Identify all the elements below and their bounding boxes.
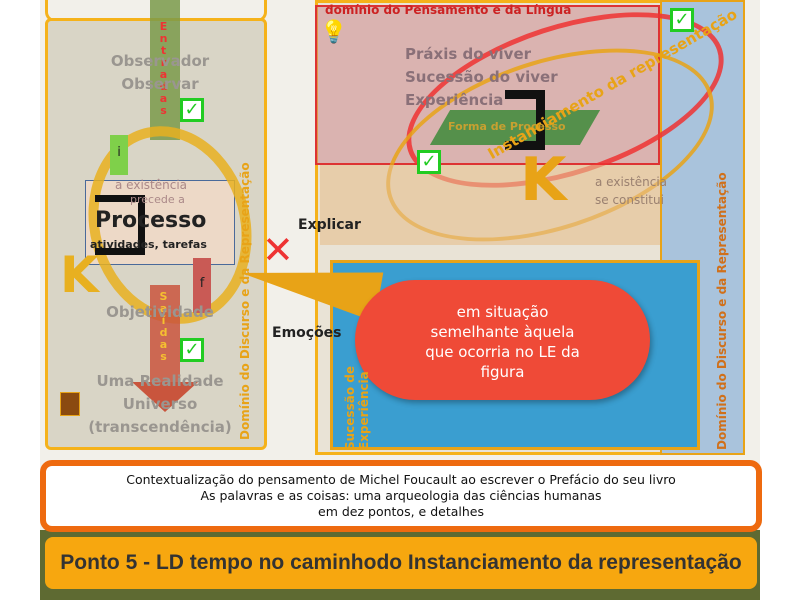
inputs-arrow bbox=[150, 0, 180, 140]
transcendence-label: (transcendência) bbox=[88, 418, 232, 436]
caption-line: Contextualização do pensamento de Michel… bbox=[126, 472, 676, 487]
outputs-arrow-head bbox=[132, 382, 198, 412]
domain-discourse-label-right: Domínio do Discurso e da Representação bbox=[715, 172, 729, 450]
caption-line: em dez pontos, e detalhes bbox=[318, 504, 484, 519]
praxis-label: Práxis do viver bbox=[405, 45, 532, 63]
i-marker: i bbox=[110, 135, 128, 175]
check-icon: ✓ bbox=[417, 150, 441, 174]
caption-box: Contextualização do pensamento de Michel… bbox=[40, 460, 762, 532]
constitutes-label: se constitui bbox=[595, 193, 664, 207]
f-marker: f bbox=[193, 258, 211, 313]
x-mark-icon: ✕ bbox=[262, 228, 294, 272]
k-symbol: K bbox=[60, 246, 99, 304]
k-symbol: K bbox=[520, 145, 567, 215]
succession-label: Sucessão do viver bbox=[405, 68, 558, 86]
check-icon: ✓ bbox=[180, 338, 204, 362]
existence-box bbox=[320, 165, 660, 245]
check-icon: ✓ bbox=[670, 8, 694, 32]
succession-vertical-label: Sucessão de Experiência bbox=[343, 366, 371, 450]
process-form-label: Forma de Processo bbox=[448, 120, 566, 133]
outputs-arrow bbox=[150, 285, 180, 385]
universe-label: Universo bbox=[122, 395, 198, 413]
slide-title: Ponto 5 - LD tempo no caminhodo Instanci… bbox=[45, 537, 757, 589]
objectivity-label: Objetividade bbox=[106, 303, 214, 321]
callout-line: em situação bbox=[456, 303, 549, 321]
process-label: Processo bbox=[95, 208, 207, 233]
callout-line: que ocorria no LE da bbox=[425, 343, 580, 361]
caption-line: As palavras e as coisas: uma arqueologia… bbox=[200, 488, 602, 503]
inputs-label: Entradas bbox=[157, 20, 170, 116]
callout-line: semelhante àquela bbox=[430, 323, 575, 341]
emotions-label: Emoções bbox=[272, 325, 342, 341]
domain-thought-label: domínio do Pensamento e da Língua bbox=[325, 3, 572, 17]
callout-line: figura bbox=[480, 363, 525, 381]
exists-symbol-icon bbox=[505, 90, 545, 150]
callout-bubble: em situação semelhante àquela que ocorri… bbox=[355, 280, 650, 400]
existence-right-label: a existência bbox=[595, 175, 668, 189]
activities-label: atividades, tarefas bbox=[90, 238, 207, 251]
existence-label: a existência bbox=[115, 178, 188, 192]
observe-label: Observar bbox=[121, 75, 199, 93]
explain-label: Explicar bbox=[298, 217, 361, 233]
experience-label: Experiência bbox=[405, 91, 504, 109]
reality-label: Uma Realidade bbox=[96, 372, 224, 390]
cube-icon bbox=[60, 392, 80, 416]
precedes-label: precede a bbox=[130, 193, 185, 206]
exists-symbol-icon bbox=[95, 195, 145, 255]
outputs-label: Saídas bbox=[157, 290, 170, 362]
lightbulb-icon: 💡 bbox=[320, 20, 348, 45]
observer-label: Observador bbox=[110, 52, 210, 70]
check-icon: ✓ bbox=[180, 98, 204, 122]
domain-discourse-label-left: Domínio do Discurso e da Representação bbox=[238, 162, 252, 440]
